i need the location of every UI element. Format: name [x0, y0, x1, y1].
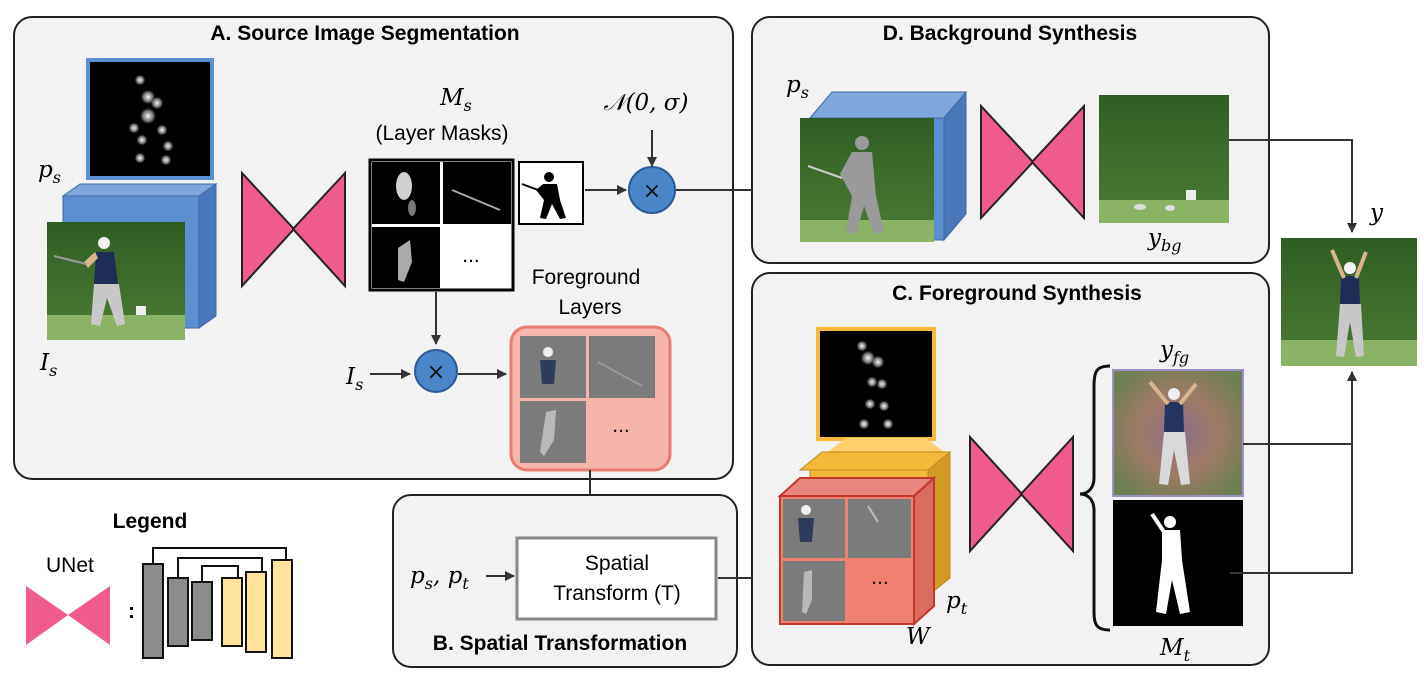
- output-brace: [1079, 364, 1111, 632]
- unet-c: [969, 434, 1024, 554]
- p-s-label-a: ps: [38, 157, 61, 187]
- layer-masks-grid: [368, 158, 515, 292]
- foreground-output-image: [1112, 369, 1244, 497]
- legend-unet-icon: [26, 586, 68, 645]
- legend-unet-label: UNet: [46, 554, 94, 577]
- unet-a: [241, 170, 296, 289]
- arrow-mask-to-output: [1230, 444, 1353, 574]
- y-fg-label: yfg: [1159, 337, 1189, 367]
- p-t-label: pt: [946, 588, 968, 618]
- noise-label: 𝒩(0, σ): [604, 90, 689, 116]
- fg-layers-label-2: Layers: [558, 296, 621, 319]
- multiply-node-bg: [628, 166, 676, 214]
- multiply-symbol-bg: ×: [643, 179, 661, 204]
- y-bg-label: ybg: [1147, 225, 1181, 255]
- background-mask-a: [518, 161, 584, 225]
- panel-c-title: C. Foreground Synthesis: [892, 282, 1142, 305]
- y-output-label: y: [1369, 200, 1384, 226]
- panel-b-title: B. Spatial Transformation: [433, 632, 687, 655]
- ellipsis-fg-layers: ...: [612, 414, 630, 437]
- legend-title: Legend: [113, 510, 188, 533]
- unet-d: [980, 103, 1035, 221]
- arrow-bg-to-output: [1229, 139, 1357, 233]
- m-s-label: Ms: [439, 85, 472, 115]
- legend-colon: :: [128, 600, 135, 623]
- p-s-label-d: ps: [786, 72, 809, 102]
- background-output-image: [1099, 95, 1229, 223]
- spatial-transform-box: [515, 536, 718, 621]
- pose-heatmap-c: [816, 327, 936, 441]
- multiply-symbol-fg: ×: [427, 360, 445, 385]
- layer-masks-label: (Layer Masks): [375, 122, 508, 145]
- panel-d-title: D. Background Synthesis: [883, 22, 1137, 45]
- fg-layers-grid: [520, 336, 655, 463]
- ellipsis-warped: ...: [871, 566, 889, 589]
- multiply-node-fg: [414, 349, 458, 393]
- w-label: W: [906, 624, 932, 650]
- panel-a-title: A. Source Image Segmentation: [210, 22, 519, 45]
- ps-pt-label: ps, pt: [410, 563, 469, 593]
- output-image: [1281, 238, 1417, 366]
- spatial-transform-line1: Spatial: [585, 552, 649, 575]
- i-s-label-a: Is: [39, 350, 57, 380]
- foreground-mask-image: [1113, 500, 1243, 626]
- source-image-a: [47, 222, 185, 340]
- legend-unet-architecture: [142, 547, 293, 659]
- warped-layers-block: [777, 475, 937, 627]
- pose-keypoints-c: [856, 340, 894, 430]
- masked-bg-image: [800, 118, 934, 242]
- m-t-label: Mt: [1159, 635, 1191, 665]
- i-s-mult-label: Is: [345, 364, 363, 394]
- fg-layers-label-1: Foreground: [532, 266, 641, 289]
- spatial-transform-line2: Transform (T): [553, 582, 681, 605]
- pose-keypoints-a: [128, 74, 174, 166]
- ellipsis-masks: ...: [462, 244, 480, 267]
